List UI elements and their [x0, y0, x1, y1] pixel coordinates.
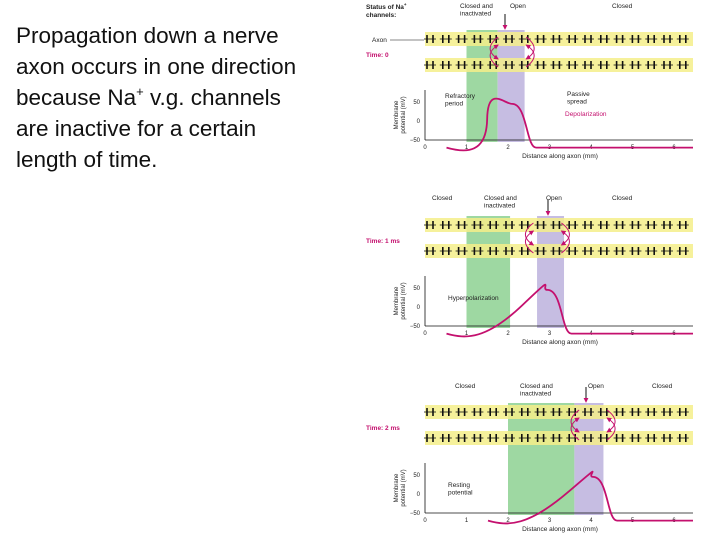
annotation-label: Depolarization — [565, 111, 607, 118]
current-loop-left — [524, 230, 535, 254]
current-loop-left — [570, 417, 580, 441]
membrane-potential-curve — [446, 283, 693, 338]
x-tick-label: 2 — [506, 145, 510, 151]
membrane-potential-curve — [487, 470, 693, 525]
x-tick-label: 1 — [465, 518, 469, 524]
x-tick-label: 3 — [548, 518, 552, 524]
current-loop-right — [525, 44, 535, 68]
current-loop-left — [524, 222, 535, 246]
slide-line-3: because Na+ v.g. channels — [16, 82, 366, 113]
y-axis-title: Membranepotential (mV) — [394, 469, 407, 506]
y-tick-label: 0 — [417, 305, 421, 311]
x-tick-label: 0 — [423, 518, 427, 524]
current-loop-right — [560, 230, 570, 254]
current-loop-right — [606, 417, 616, 441]
current-loop-left — [489, 36, 499, 60]
refractory-zone — [466, 30, 498, 142]
refractory-zone — [466, 216, 511, 328]
time-label: Time: 0 — [366, 52, 389, 59]
sodium-superscript: + — [136, 84, 144, 99]
current-loop-left — [570, 409, 580, 433]
status-label: Closed — [612, 195, 633, 202]
status-heading-text: Status of Na — [366, 4, 404, 11]
membrane-potential-curve — [446, 97, 693, 152]
x-axis-title: Distance along axon (mm) — [522, 526, 598, 533]
y-tick-label: 0 — [417, 492, 421, 498]
slide-line-3-post: v.g. channels — [143, 85, 281, 110]
depolarized-zone — [537, 216, 565, 328]
status-label: Closed — [455, 383, 476, 390]
refractory-zone — [508, 403, 575, 515]
status-label: Closed — [652, 383, 673, 390]
status-heading-sup: + — [404, 2, 407, 7]
slide-line-5: length of time. — [16, 147, 158, 172]
time-label: Time: 2 ms — [366, 425, 400, 432]
status-label: Closed — [432, 195, 453, 202]
current-loop-right — [606, 409, 616, 433]
status-label: Open — [546, 195, 562, 202]
x-axis-title: Distance along axon (mm) — [522, 153, 598, 160]
x-tick-label: 1 — [465, 331, 469, 337]
annotation-label: Hyperpolarization — [448, 295, 499, 302]
x-tick-label: 3 — [548, 331, 552, 337]
y-tick-label: −50 — [410, 324, 421, 330]
status-heading-line2: channels: — [366, 12, 396, 19]
depolarized-zone — [574, 403, 604, 515]
slide-line-1: Propagation down a nerve — [16, 23, 279, 48]
y-tick-label: −50 — [410, 138, 421, 144]
x-tick-label: 0 — [423, 145, 427, 151]
axon-label: Axon — [372, 37, 387, 44]
y-tick-label: 50 — [413, 100, 420, 106]
time-label: Time: 1 ms — [366, 238, 400, 245]
current-loop-right — [560, 222, 570, 246]
status-label: Open — [588, 383, 604, 390]
x-tick-label: 0 — [423, 331, 427, 337]
y-tick-label: 50 — [413, 286, 420, 292]
x-tick-label: 1 — [465, 145, 469, 151]
y-axis-title: Membranepotential (mV) — [394, 96, 407, 133]
depolarized-zone — [497, 30, 525, 142]
y-tick-label: −50 — [410, 511, 421, 517]
x-tick-label: 2 — [506, 518, 510, 524]
y-axis-title: Membranepotential (mV) — [394, 282, 407, 319]
slide-line-3-pre: because Na — [16, 85, 137, 110]
y-tick-label: 0 — [417, 119, 421, 125]
current-loop-right — [525, 36, 535, 60]
slide-line-4: are inactive for a certain — [16, 116, 257, 141]
current-loop-left — [489, 44, 499, 68]
status-heading-line1: Status of Na+ — [366, 2, 407, 11]
x-axis-title: Distance along axon (mm) — [522, 339, 598, 346]
x-tick-label: 4 — [589, 518, 593, 524]
status-label: Closed — [612, 3, 633, 10]
slide-text: Propagation down a nerve axon occurs in … — [16, 20, 366, 175]
slide-line-2: axon occurs in one direction — [16, 54, 297, 79]
status-label: Open — [510, 3, 526, 10]
y-tick-label: 50 — [413, 473, 420, 479]
header: Status of Na+ channels: — [366, 2, 407, 19]
x-tick-label: 2 — [506, 331, 510, 337]
